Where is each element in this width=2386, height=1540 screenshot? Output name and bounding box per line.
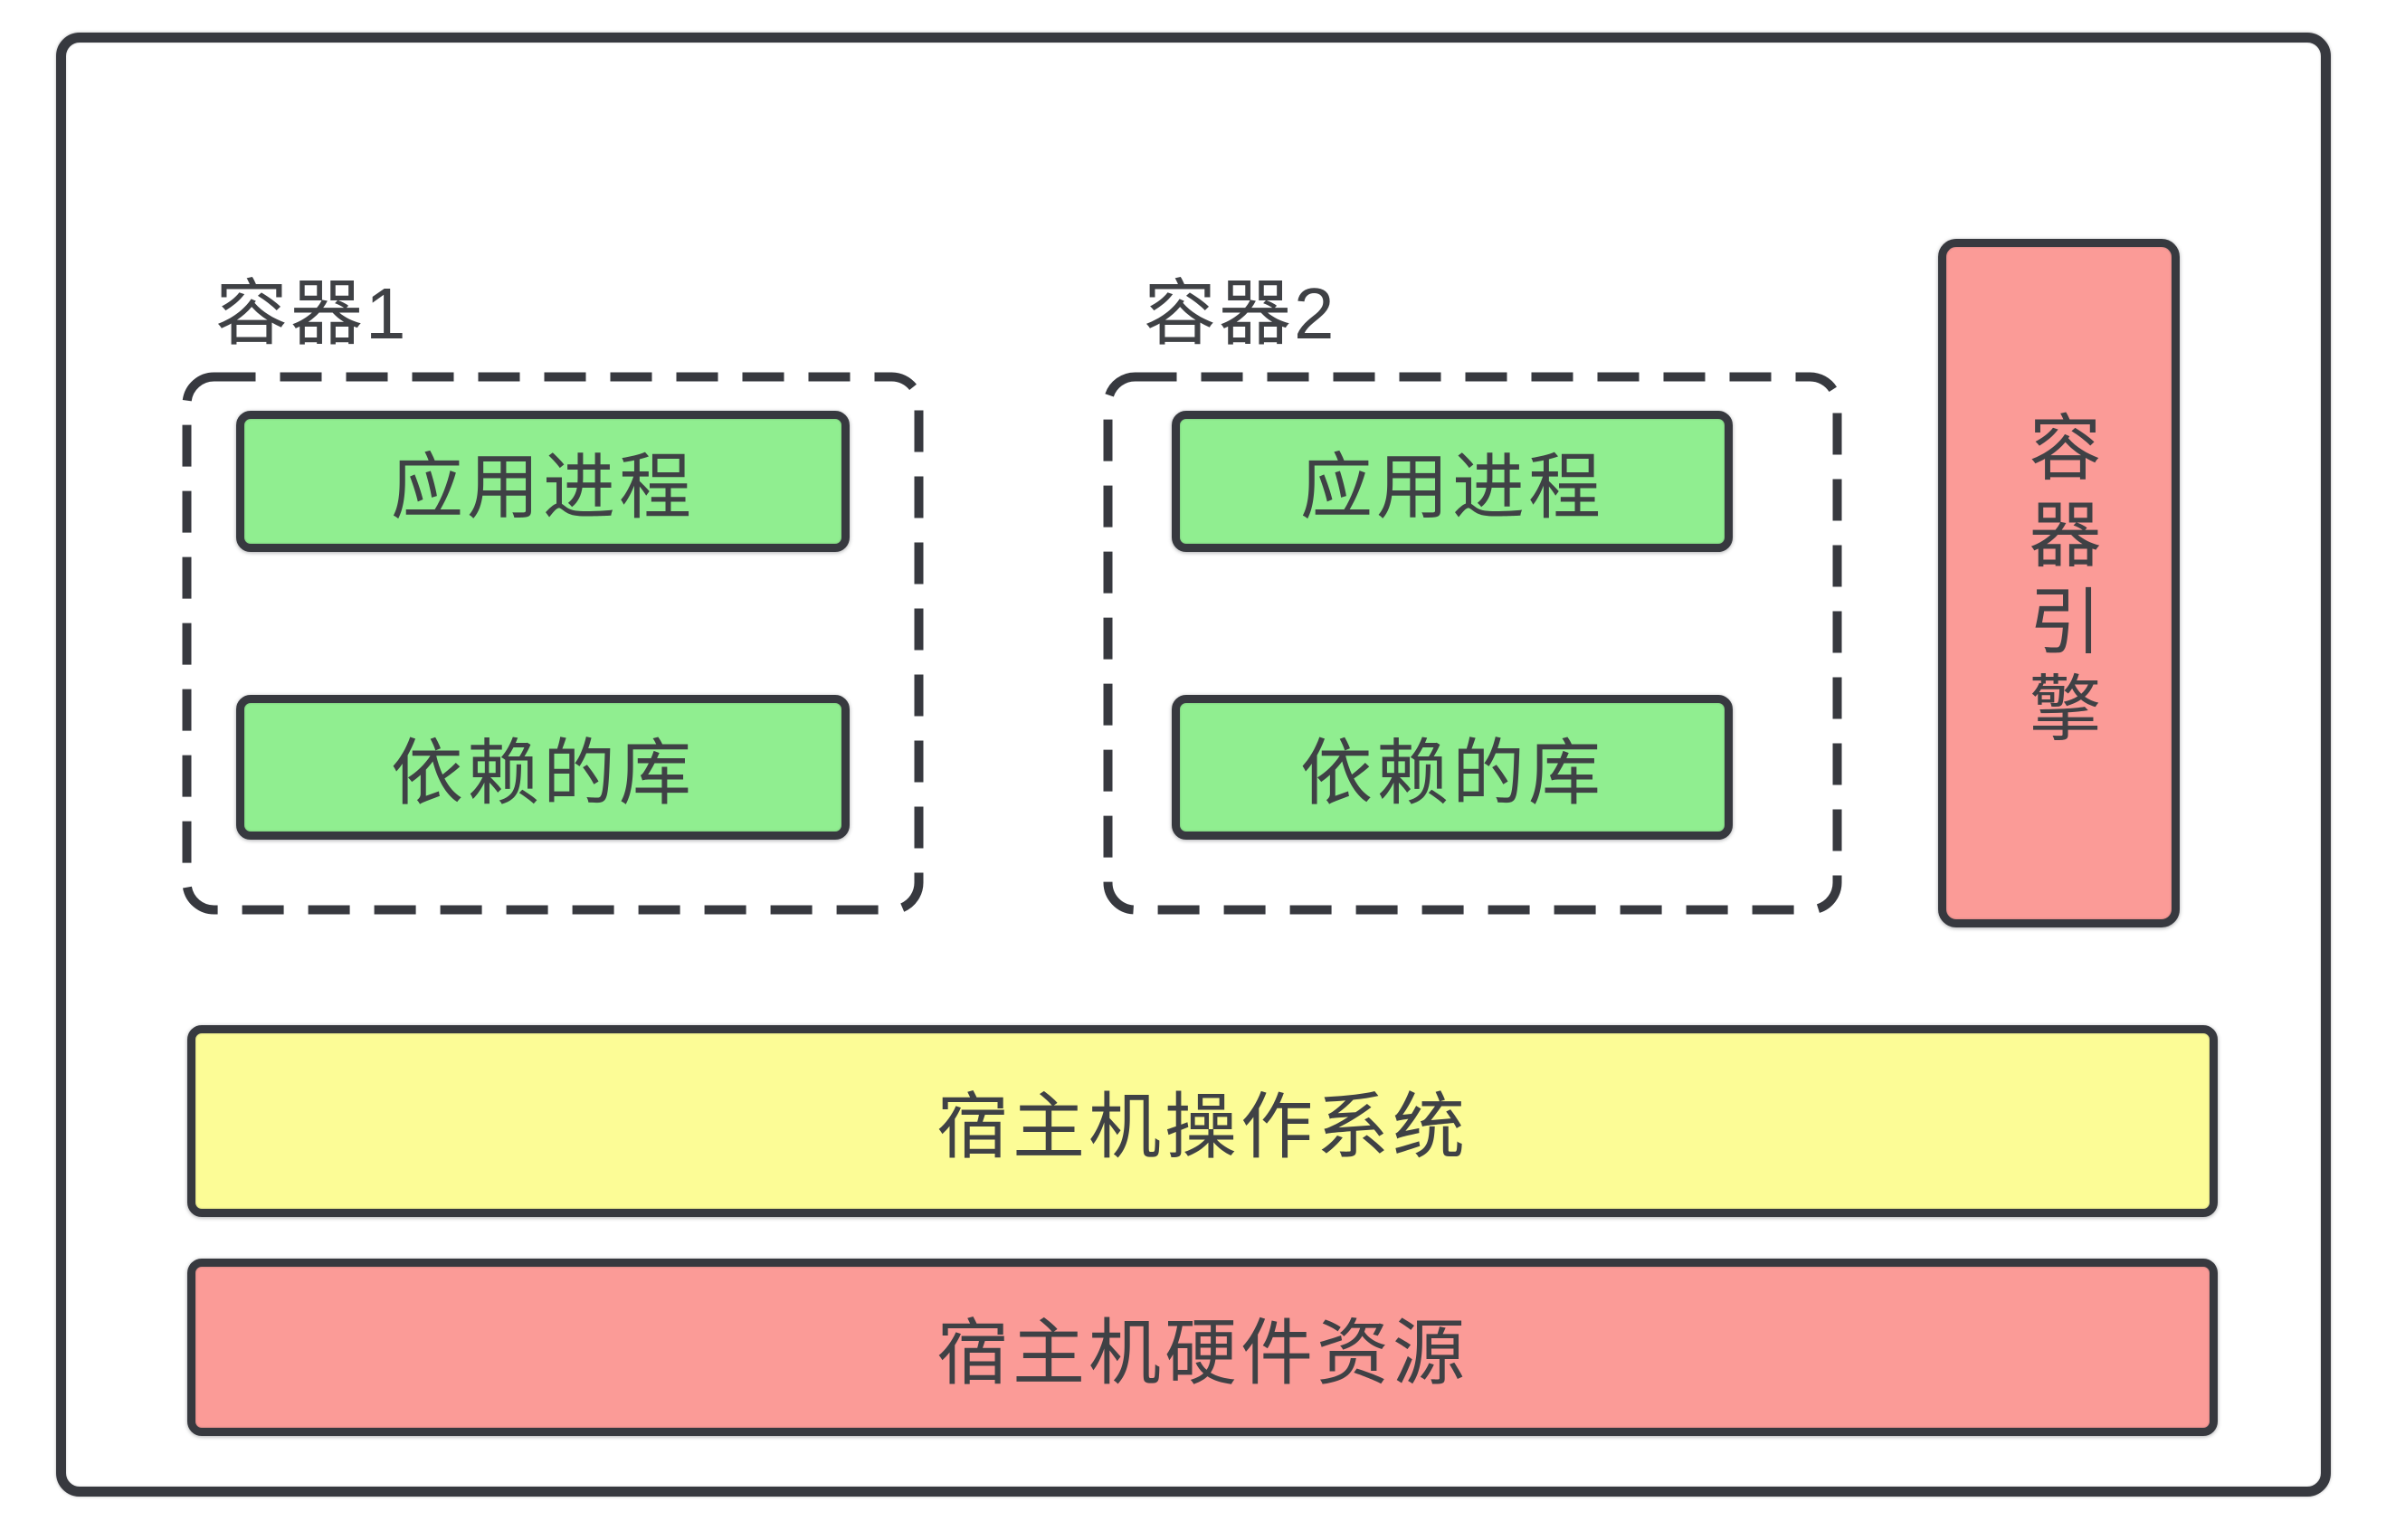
container-engine-label: 容器引擎 bbox=[2019, 409, 2100, 757]
app-process-label: 应用进程 bbox=[1300, 447, 1604, 528]
host-hardware-label: 宿主机硬件资源 bbox=[936, 1313, 1469, 1393]
deps-lib-label: 依赖的库 bbox=[1300, 733, 1604, 813]
container-1-deps-lib-box: 依赖的库 bbox=[236, 695, 850, 840]
container-2-dashed-border bbox=[1103, 372, 1842, 915]
container-1-label: 容器1 bbox=[215, 273, 409, 354]
container-1-app-process-box: 应用进程 bbox=[236, 411, 850, 552]
app-process-label: 应用进程 bbox=[391, 447, 695, 528]
host-machine-boundary: 容器1 应用进程 依赖的库 容器2 应用进程 依赖的库 容器引擎 bbox=[56, 33, 2331, 1497]
container-2-app-process-box: 应用进程 bbox=[1172, 411, 1733, 552]
deps-lib-label: 依赖的库 bbox=[391, 733, 695, 813]
host-os-bar: 宿主机操作系统 bbox=[187, 1025, 2218, 1217]
host-os-label: 宿主机操作系统 bbox=[936, 1087, 1469, 1167]
container-1-dashed-border bbox=[182, 372, 924, 915]
container-2-label: 容器2 bbox=[1144, 273, 1337, 354]
host-hardware-bar: 宿主机硬件资源 bbox=[187, 1259, 2218, 1436]
container-engine-box: 容器引擎 bbox=[1938, 239, 2180, 927]
container-2-deps-lib-box: 依赖的库 bbox=[1172, 695, 1733, 840]
